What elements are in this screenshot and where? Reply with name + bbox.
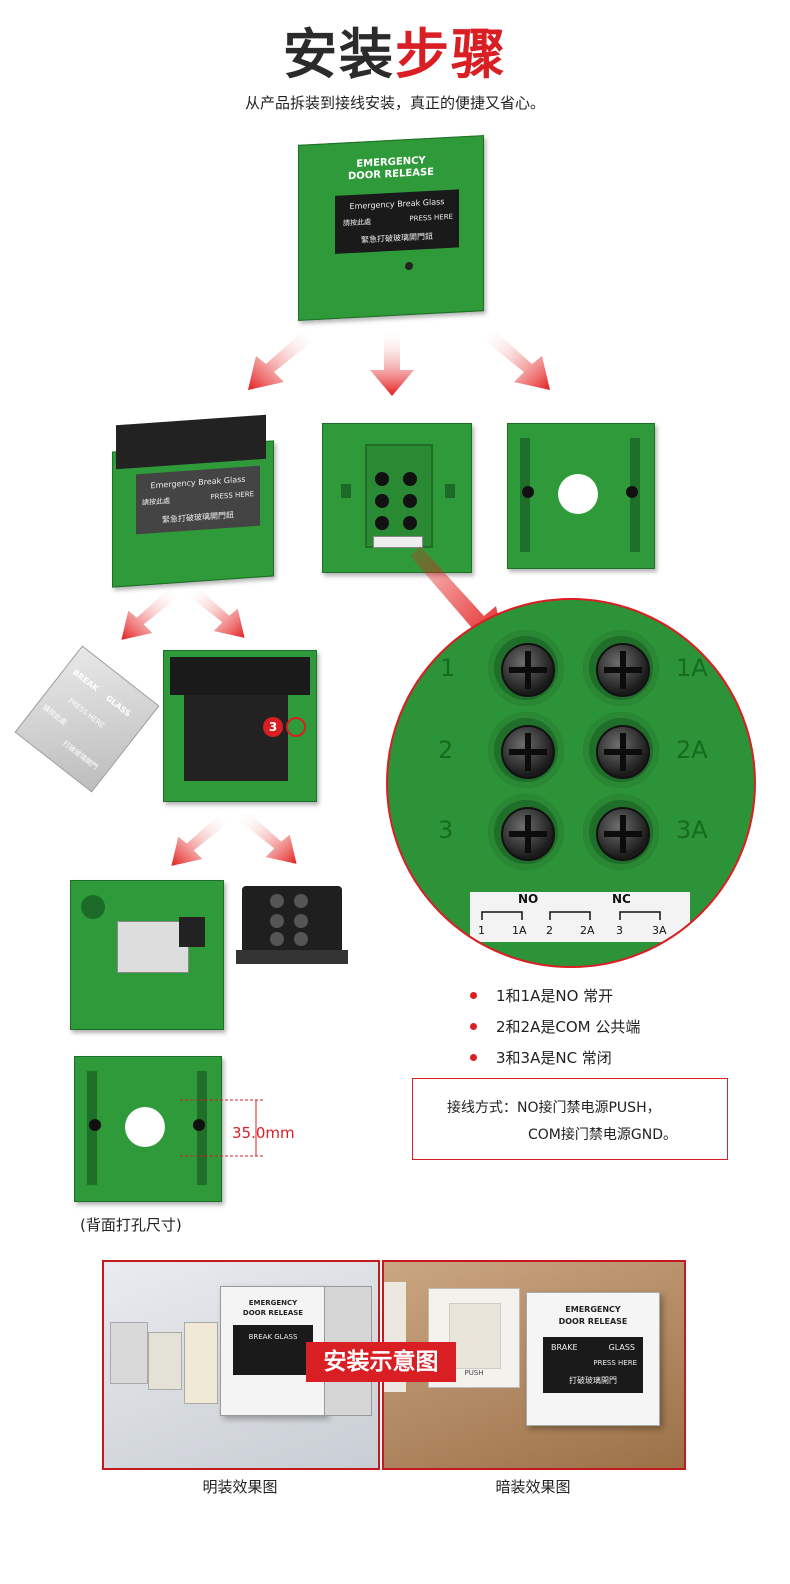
- strip-label-2: 2: [546, 924, 553, 937]
- wiring-note-box: 接线方式：NO接门禁电源PUSH， COM接门禁电源GND。: [412, 1078, 728, 1160]
- device-window: Emergency Break Glass 請按此處 PRESS HERE 緊急…: [335, 189, 459, 254]
- inner-base-image: [70, 880, 224, 1030]
- strip-label-3a: 3A: [652, 924, 667, 937]
- flush-device-l2: DOOR RELEASE: [558, 1317, 628, 1326]
- page-title: 安装步骤: [0, 10, 790, 89]
- title-part-1: 安装: [283, 23, 395, 86]
- back-mount-image: [74, 1056, 222, 1202]
- opened-press-right: PRESS HERE: [210, 490, 254, 502]
- arrow-down-right-icon-3: [240, 812, 297, 864]
- device-glass-text: Emergency Break Glass: [349, 197, 445, 212]
- legend-item-3: 3和3A是NC 常闭: [496, 1049, 612, 1067]
- arrow-down-left-icon-3: [171, 814, 228, 866]
- arrow-down-icon: [370, 328, 414, 396]
- arrow-down-left-icon-2: [121, 588, 178, 640]
- opened-press-left: 請按此處: [142, 496, 170, 507]
- surface-device-l1: EMERGENCY: [248, 1299, 298, 1307]
- opened-glass-cn: 緊急打破玻璃開門鈕: [162, 510, 234, 525]
- page-subtitle: 从产品拆装到接线安装，真正的便捷又省心。: [244, 94, 545, 112]
- surface-device-l2: DOOR RELEASE: [242, 1309, 304, 1317]
- terminal-label-2: 2: [438, 736, 454, 764]
- nc-label: NC: [612, 892, 631, 906]
- flush-brake: BRAKE: [551, 1343, 578, 1352]
- arrow-down-right-icon: [484, 330, 550, 390]
- terminal-label-3a: 3A: [676, 816, 708, 844]
- marker-badge: 3: [263, 717, 283, 737]
- title-part-2: 步骤: [395, 23, 507, 86]
- arrow-down-left-icon: [248, 330, 314, 390]
- glass-card-cn-left: 請按此處: [40, 703, 68, 727]
- device-glass-cn: 緊急打破玻璃開門鈕: [361, 231, 433, 245]
- surface-mount-caption: 明装效果图: [202, 1478, 278, 1496]
- device-front-image: EMERGENCY DOOR RELEASE Emergency Break G…: [298, 135, 484, 321]
- wiring-line-2: COM接门禁电源GND。: [528, 1127, 677, 1143]
- device-opened-image: Emergency Break Glass 請按此處 PRESS HERE 緊急…: [106, 414, 278, 588]
- terminal-label-1: 1: [440, 654, 456, 682]
- flush-glass: GLASS: [608, 1343, 635, 1352]
- wiring-line-1: 接线方式：NO接门禁电源PUSH，: [447, 1100, 661, 1116]
- flush-device: EMERGENCY DOOR RELEASE BRAKE GLASS PRESS…: [526, 1292, 660, 1426]
- legend-item-1: 1和1A是NO 常开: [496, 987, 614, 1005]
- strip-label-2a: 2A: [580, 924, 595, 937]
- terminal-1: [488, 630, 564, 706]
- strip-label-3: 3: [616, 924, 623, 937]
- flush-device-l1: EMERGENCY: [565, 1305, 621, 1314]
- legend-dot-1: [470, 992, 477, 999]
- device-press-left: 請按此處: [343, 218, 371, 228]
- terminal-zoom-image: 1 2 3 1A 2A 3A NO NC 1 1A 2 2A 3 3A: [386, 598, 756, 968]
- flush-mount-caption: 暗装效果图: [495, 1478, 571, 1496]
- terminal-1a: [583, 630, 659, 706]
- flush-mount-photo: PUSH EMERGENCY DOOR RELEASE BRAKE GLASS …: [382, 1260, 686, 1470]
- install-diagram-badge: 安装示意图: [306, 1342, 456, 1382]
- terminal-module-image: [236, 880, 348, 972]
- dimension-label: 35.0mm: [232, 1124, 295, 1142]
- dimension-lines: [180, 1099, 264, 1157]
- terminal-2: [488, 712, 564, 788]
- opened-glass-text: Emergency Break Glass: [150, 474, 246, 491]
- wiring-diagram-strip: NO NC 1 1A 2 2A 3 3A: [470, 892, 690, 942]
- glass-card-cn-right: 打破玻璃開門: [61, 739, 100, 772]
- wiring-lines: [481, 911, 661, 920]
- arrow-down-right-icon-2: [188, 586, 245, 638]
- flush-press: PRESS HERE: [593, 1359, 637, 1367]
- device-press-right: PRESS HERE: [409, 212, 453, 224]
- terminal-3: [488, 794, 564, 870]
- glass-card-press: PRESS HERE: [66, 696, 106, 730]
- legend-dot-2: [470, 1023, 477, 1030]
- terminal-2a: [583, 712, 659, 788]
- terminal-3a: [583, 794, 659, 870]
- terminal-label-1a: 1A: [676, 654, 708, 682]
- strip-label-1: 1: [478, 924, 485, 937]
- legend-item-2: 2和2A是COM 公共端: [496, 1018, 641, 1036]
- terminal-label-3: 3: [438, 816, 454, 844]
- glass-card-line1: BREAK: [70, 667, 101, 694]
- terminal-block-image: [322, 423, 472, 573]
- inside-box-image: 3: [163, 650, 317, 802]
- device-screw-icon: [405, 261, 413, 271]
- no-label: NO: [518, 892, 539, 906]
- legend-dot-3: [470, 1054, 477, 1061]
- marker-circle-icon: [286, 717, 306, 737]
- push-label: PUSH: [464, 1369, 484, 1377]
- terminal-label-2a: 2A: [676, 736, 708, 764]
- back-plate-image: [507, 423, 655, 569]
- flush-cn: 打破玻璃開門: [569, 1376, 617, 1385]
- glass-card-line2: GLASS: [103, 693, 133, 719]
- glass-card-image: BREAK GLASS PRESS HERE 請按此處 打破玻璃開門: [14, 645, 160, 793]
- strip-label-1a: 1A: [512, 924, 527, 937]
- back-caption: (背面打孔尺寸): [80, 1216, 182, 1234]
- surface-device-l3: BREAK GLASS: [248, 1333, 298, 1341]
